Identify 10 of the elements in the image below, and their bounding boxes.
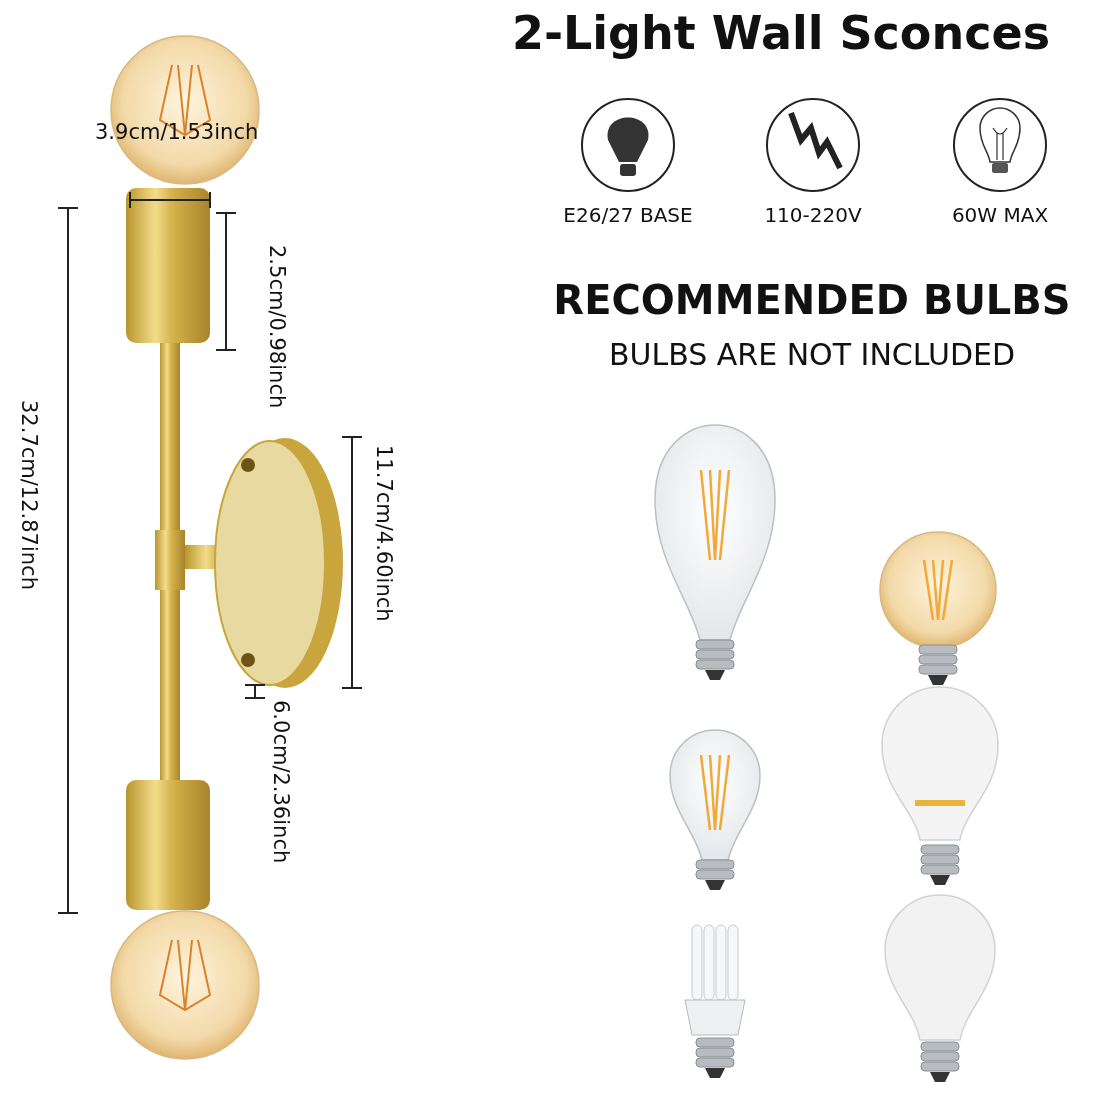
note-text: BULBS ARE NOT INCLUDED — [608, 340, 1016, 370]
dimension-label: 11.7cm/4.60inch — [373, 445, 394, 622]
icon-caption: 110-220V — [764, 205, 862, 225]
dimension-label: 3.9cm/1.53inch — [95, 122, 259, 143]
section-heading: RECOMMENDED BULBS — [553, 280, 1071, 320]
dimension-label: 32.7cm/12.87inch — [18, 400, 39, 590]
dimension-label: 6.0cm/2.36inch — [270, 700, 291, 864]
dimension-label: 2.5cm/0.98inch — [266, 245, 287, 409]
icon-caption: E26/27 BASE — [563, 205, 693, 225]
icon-caption: 60W MAX — [951, 205, 1049, 225]
